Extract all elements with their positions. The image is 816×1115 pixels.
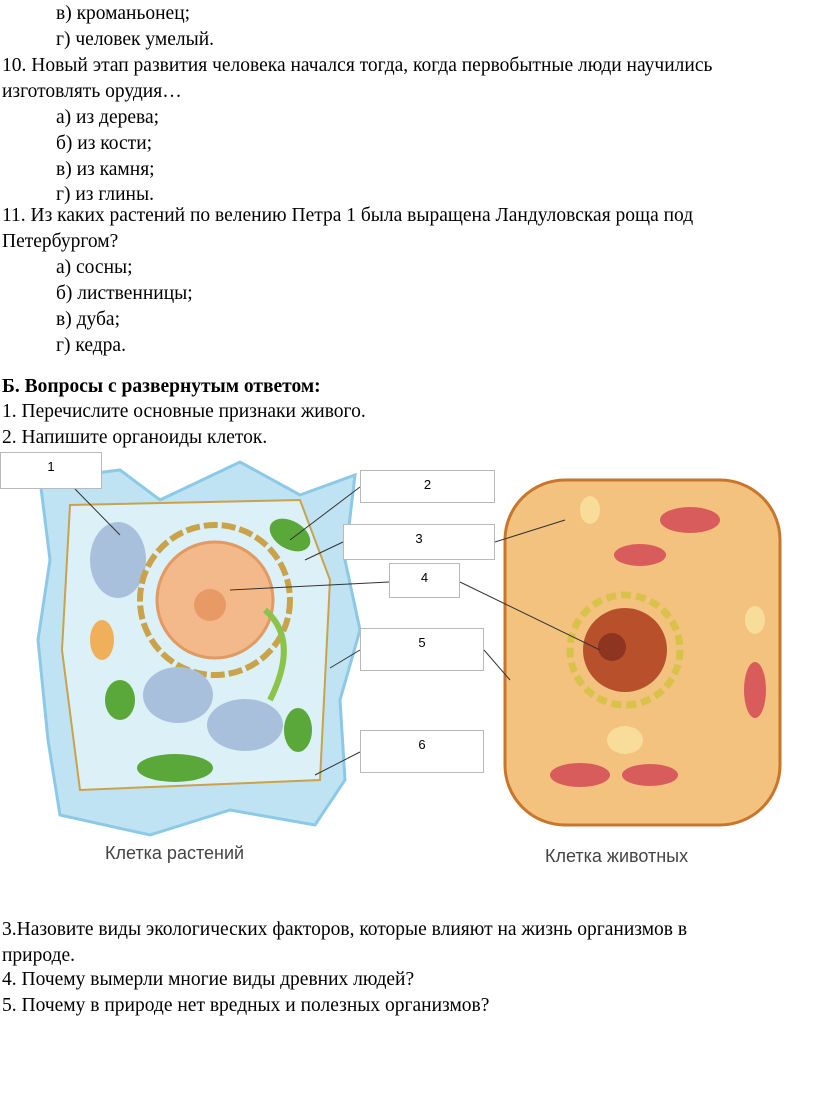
question-b2: 2. Напишите органоиды клеток. [2, 427, 268, 448]
option-text: б) лиственницы; [56, 283, 193, 304]
section-b-title: Б. Вопросы с развернутым ответом: [2, 376, 321, 397]
question-b1: 1. Перечислите основные признаки живого. [2, 401, 366, 422]
question-b3-cont: природе. [2, 945, 76, 966]
question-10-cont: изготовлять орудия… [2, 81, 182, 102]
label-box-1[interactable]: 1 [0, 452, 102, 489]
label-box-6[interactable]: 6 [360, 730, 484, 773]
question-b4: 4. Почему вымерли многие виды древних лю… [2, 969, 415, 990]
option-text: г) кедра. [56, 335, 126, 356]
option-text: г) человек умелый. [56, 29, 215, 50]
option-text: б) из кости; [56, 133, 153, 154]
label-box-3[interactable]: 3 [343, 524, 495, 560]
option-text: г) из глины. [56, 184, 154, 205]
plant-cell [36, 460, 362, 837]
pointer-lines [74, 486, 601, 776]
question-11-cont: Петербургом? [2, 231, 119, 252]
label-box-5[interactable]: 5 [360, 628, 484, 671]
label-number: 3 [415, 531, 423, 546]
label-number: 1 [47, 459, 55, 474]
question-10: 10. Новый этап развития человека начался… [2, 55, 713, 76]
question-b3: 3.Назовите виды экологических факторов, … [2, 919, 688, 940]
label-number: 2 [423, 477, 432, 492]
option-text: в) из камня; [56, 159, 155, 180]
label-number: 5 [418, 635, 426, 650]
question-11: 11. Из каких растений по велению Петра 1… [2, 205, 694, 226]
animal-cell [503, 478, 782, 827]
label-box-2[interactable]: 2 [360, 470, 495, 503]
option-text: а) из дерева; [56, 107, 160, 128]
animal-cell-caption: Клетка животных [545, 846, 689, 866]
plant-cell-caption: Клетка растений [105, 843, 245, 863]
label-box-4[interactable]: 4 [389, 563, 460, 598]
option-text: в) дуба; [56, 309, 120, 330]
label-number: 4 [420, 570, 429, 585]
option-text: в) кроманьонец; [56, 3, 191, 24]
question-b5: 5. Почему в природе нет вредных и полезн… [2, 995, 490, 1016]
option-text: а) сосны; [56, 257, 133, 278]
label-number: 6 [418, 737, 426, 752]
